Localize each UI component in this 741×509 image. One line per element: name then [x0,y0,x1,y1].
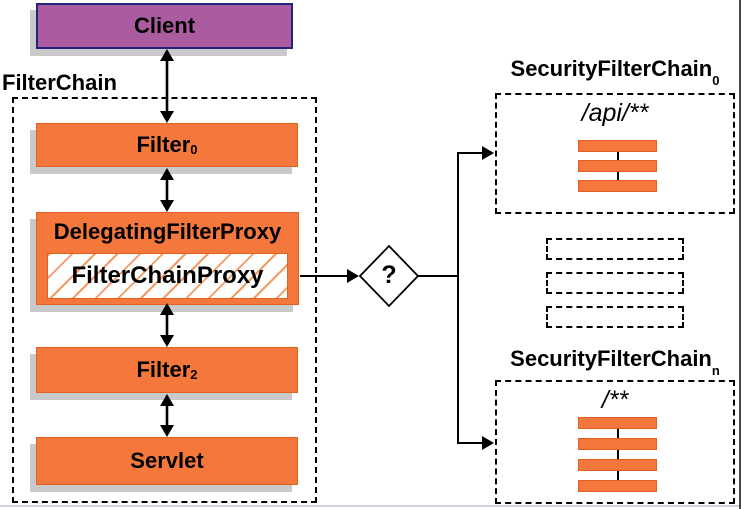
security-filter-chain-n-title-text: SecurityFilterChain [510,346,712,371]
decision-diamond-label: ? [381,260,397,289]
servlet-label: Servlet [130,448,204,473]
security-filter-chain-n-pattern: /** [601,386,629,414]
filter2-label: Filter [136,357,191,382]
security-filter-chain-0-filters [578,140,657,192]
filter-bar [578,480,657,492]
filterchain-title: FilterChain [2,70,117,95]
filter-bar [578,417,657,429]
page-bottom-divider [0,505,741,507]
filter0-label: Filter [136,132,191,157]
decision-branch-lines [418,153,459,443]
filter-chain-proxy-box: FilterChainProxy [47,253,288,299]
placeholder-chain-box [546,238,684,260]
placeholder-chain-box [546,306,684,328]
filter-chain-proxy-label: FilterChainProxy [71,262,264,289]
arrow-branch-securityfilterchain-n [457,436,494,450]
security-filter-chain-0-title-text: SecurityFilterChain [510,56,713,81]
filter0-subscript: 0 [190,141,198,157]
security-filter-chain-0-subscript: 0 [712,73,720,89]
placeholder-chain-stack [546,238,684,328]
filter-bar-connector [616,423,619,486]
security-filter-chain-n-filters [578,417,657,492]
filter-bar [578,459,657,471]
security-filter-chain-n-subscript: n [711,363,720,379]
client-box: Client [36,3,293,49]
filter-bar [578,438,657,450]
filter-bar [578,160,657,172]
security-filter-chain-0-box: /api/** [495,93,735,214]
security-filter-chain-0-title: SecurityFilterChain0 [495,56,735,87]
delegating-filter-proxy-label: DelegatingFilterProxy [53,219,282,244]
filter2-subscript: 2 [190,366,198,382]
page-right-divider [739,0,741,509]
servlet-box: Servlet [36,437,298,485]
arrow-branch-securityfilterchain-0 [457,146,494,160]
placeholder-chain-box [546,272,684,294]
filter-bar [578,180,657,192]
security-filter-chain-0-pattern: /api/** [581,99,649,127]
security-filter-chain-n-title: SecurityFilterChainn [495,346,735,377]
filter-bar [578,140,657,152]
delegating-filter-proxy-box: DelegatingFilterProxy FilterChainProxy [36,212,299,305]
filterchain-container [12,97,317,503]
client-label: Client [133,13,196,38]
security-filter-chain-n-box: /** [495,380,735,504]
